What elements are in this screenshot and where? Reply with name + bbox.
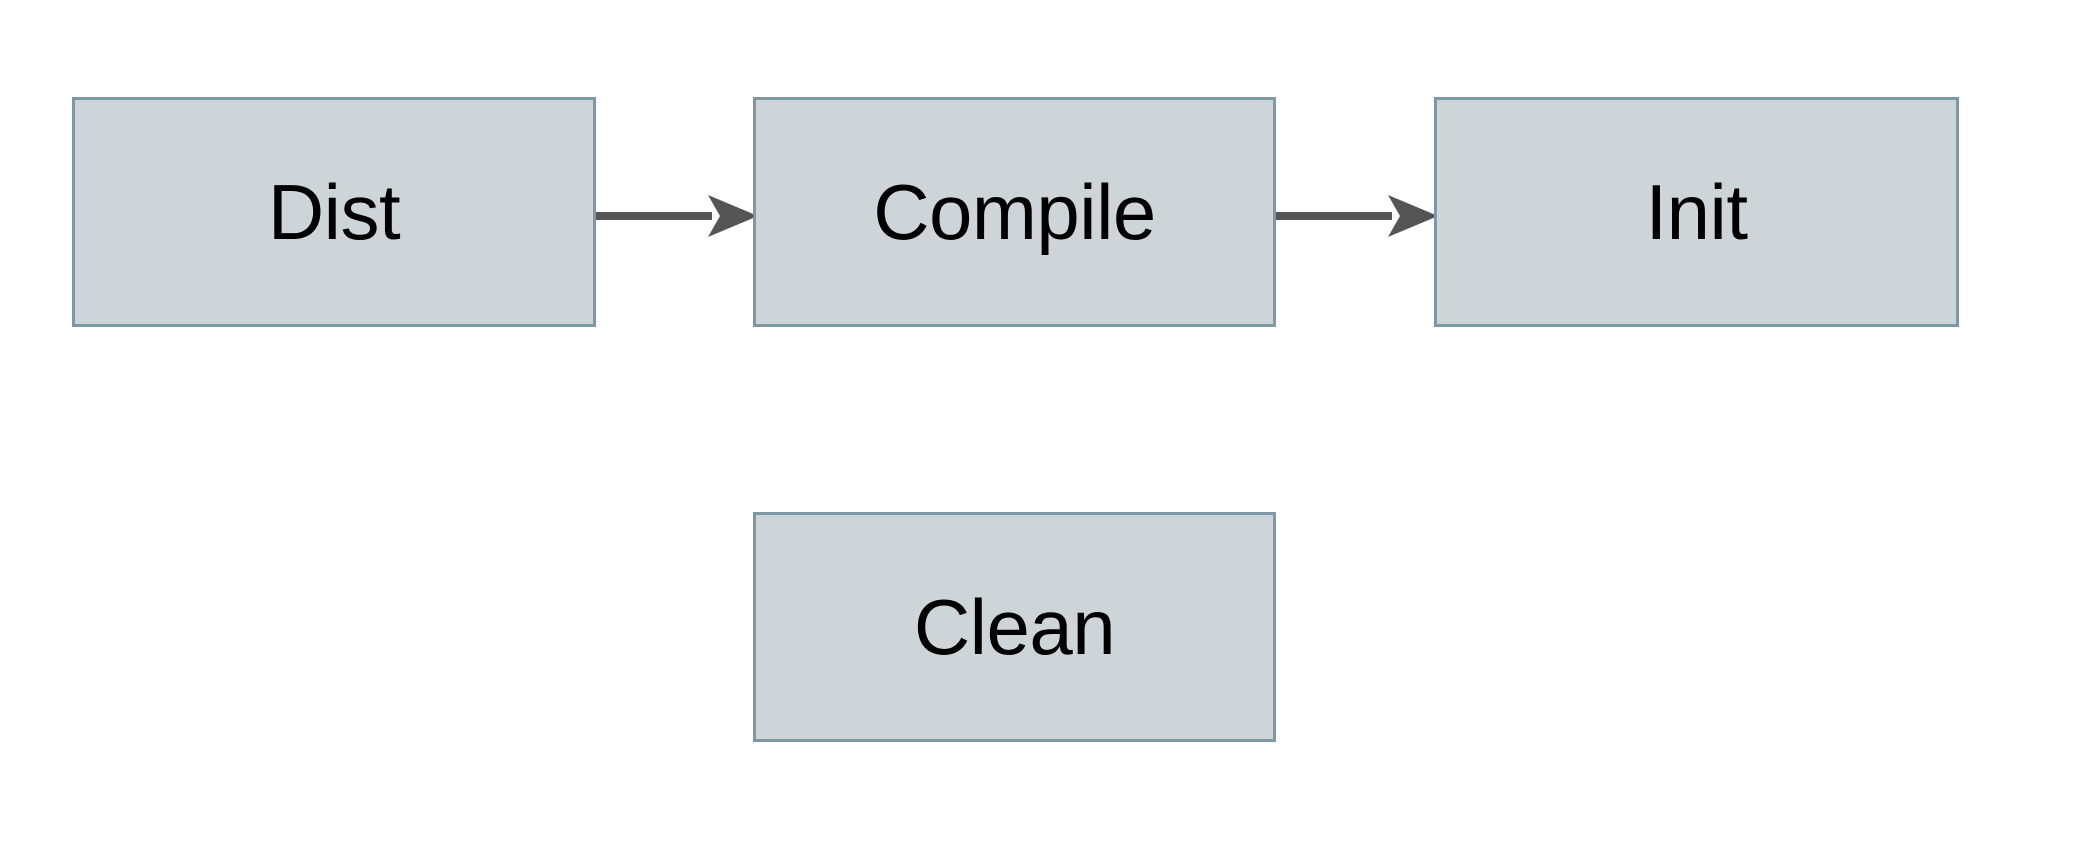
node-compile[interactable]: Compile [753, 97, 1276, 327]
arrowhead-icon [708, 195, 758, 237]
edge-dist-to-compile[interactable] [590, 185, 765, 247]
node-compile-label: Compile [873, 168, 1156, 256]
node-init[interactable]: Init [1434, 97, 1959, 327]
node-dist[interactable]: Dist [72, 97, 596, 327]
arrowhead-icon [1388, 195, 1438, 237]
edge-compile-to-init[interactable] [1270, 185, 1445, 247]
node-clean-label: Clean [913, 583, 1116, 671]
node-init-label: Init [1645, 168, 1748, 256]
node-clean[interactable]: Clean [753, 512, 1276, 742]
node-dist-label: Dist [267, 168, 401, 256]
